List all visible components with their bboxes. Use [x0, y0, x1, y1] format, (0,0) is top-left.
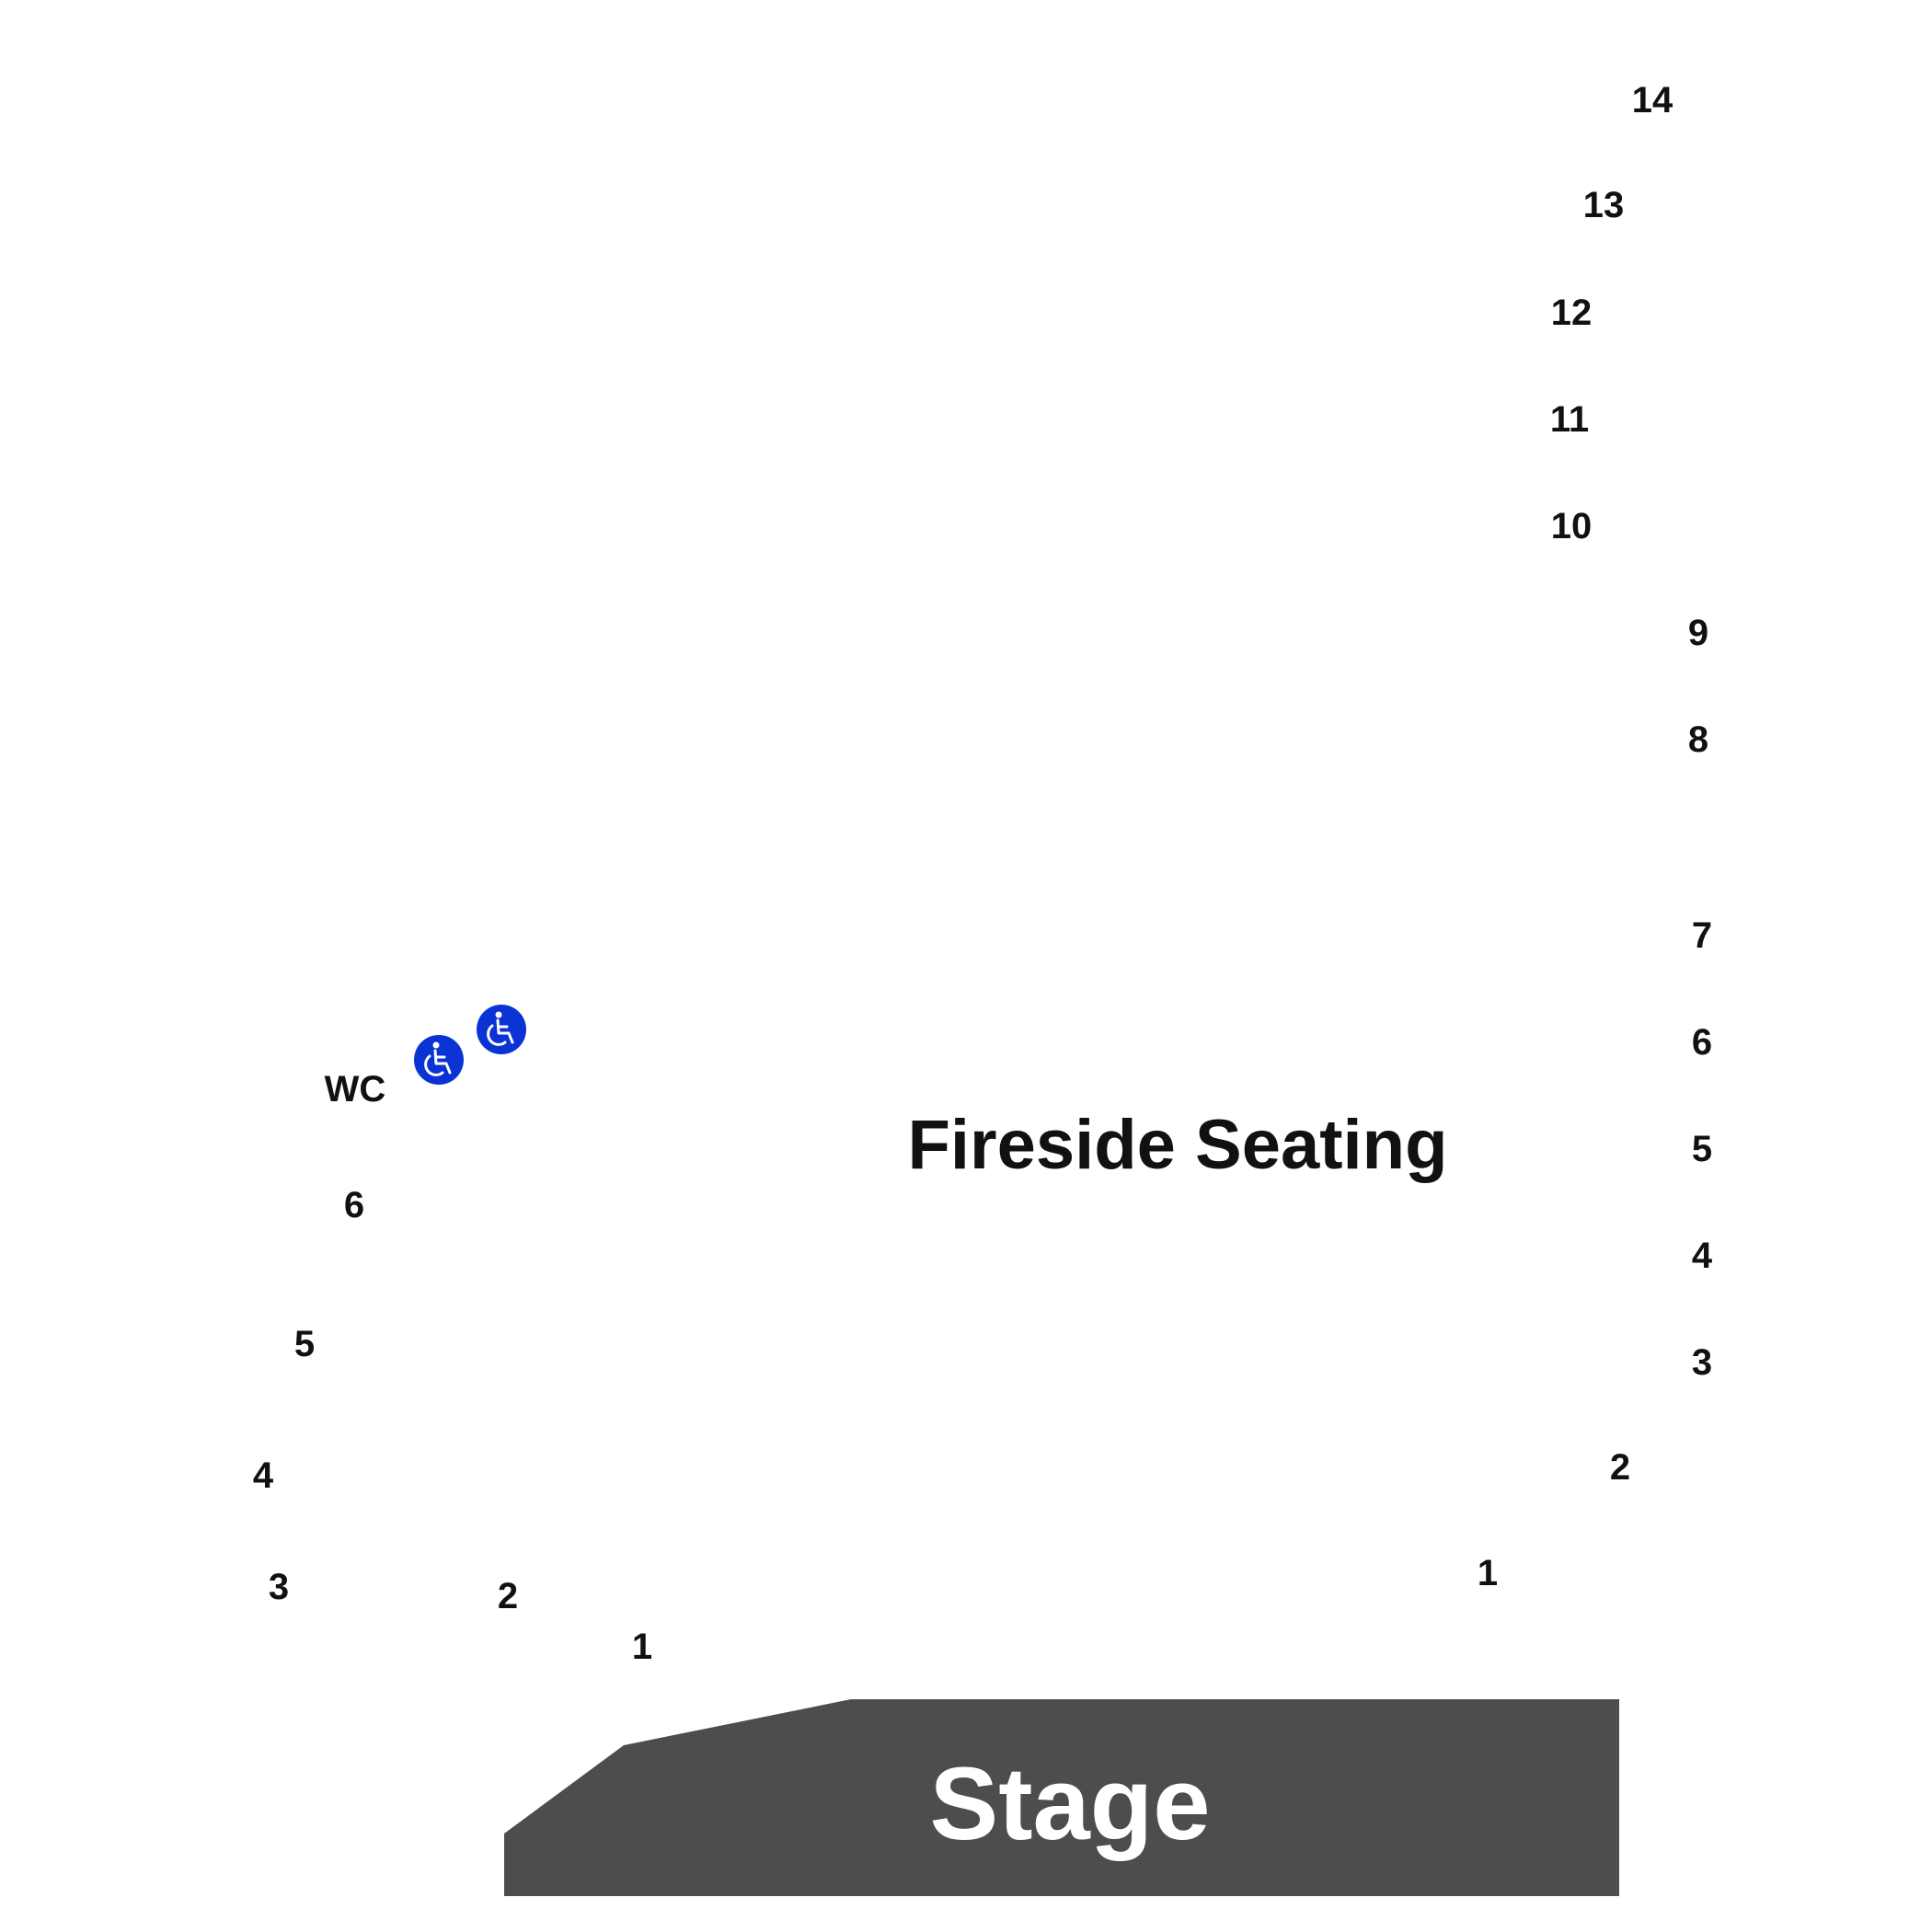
- row-label-right-7: 7: [1692, 915, 1712, 956]
- row-label-left-5: 5: [294, 1324, 315, 1364]
- wheelchair-icon: [414, 1035, 464, 1085]
- section-label: Fireside Seating: [907, 1106, 1447, 1184]
- row-label-right-3: 3: [1692, 1342, 1712, 1383]
- row-label-right-12: 12: [1551, 293, 1593, 333]
- wheelchair-icon: [477, 1005, 526, 1054]
- stage-label: Stage: [930, 1746, 1211, 1861]
- row-label-left-2: 2: [498, 1576, 518, 1616]
- row-label-right-13: 13: [1583, 185, 1625, 225]
- row-label-right-8: 8: [1688, 719, 1708, 760]
- row-label-right-11: 11: [1550, 399, 1589, 440]
- row-label-right-5: 5: [1692, 1129, 1712, 1169]
- row-label-left-4: 4: [253, 1455, 274, 1496]
- row-label-right-6: 6: [1692, 1022, 1712, 1063]
- row-label-right-2: 2: [1610, 1447, 1630, 1488]
- row-label-right-4: 4: [1692, 1236, 1713, 1276]
- row-label-left-3: 3: [269, 1567, 289, 1607]
- row-label-right-1: 1: [1478, 1553, 1498, 1593]
- row-label-right-14: 14: [1632, 80, 1673, 121]
- row-label-right-9: 9: [1688, 613, 1708, 653]
- wc-label: WC: [325, 1069, 386, 1110]
- row-label-right-10: 10: [1551, 506, 1593, 546]
- row-label-left-6: 6: [344, 1185, 364, 1225]
- stage-shape: [504, 1699, 1619, 1896]
- row-label-left-1: 1: [632, 1627, 652, 1667]
